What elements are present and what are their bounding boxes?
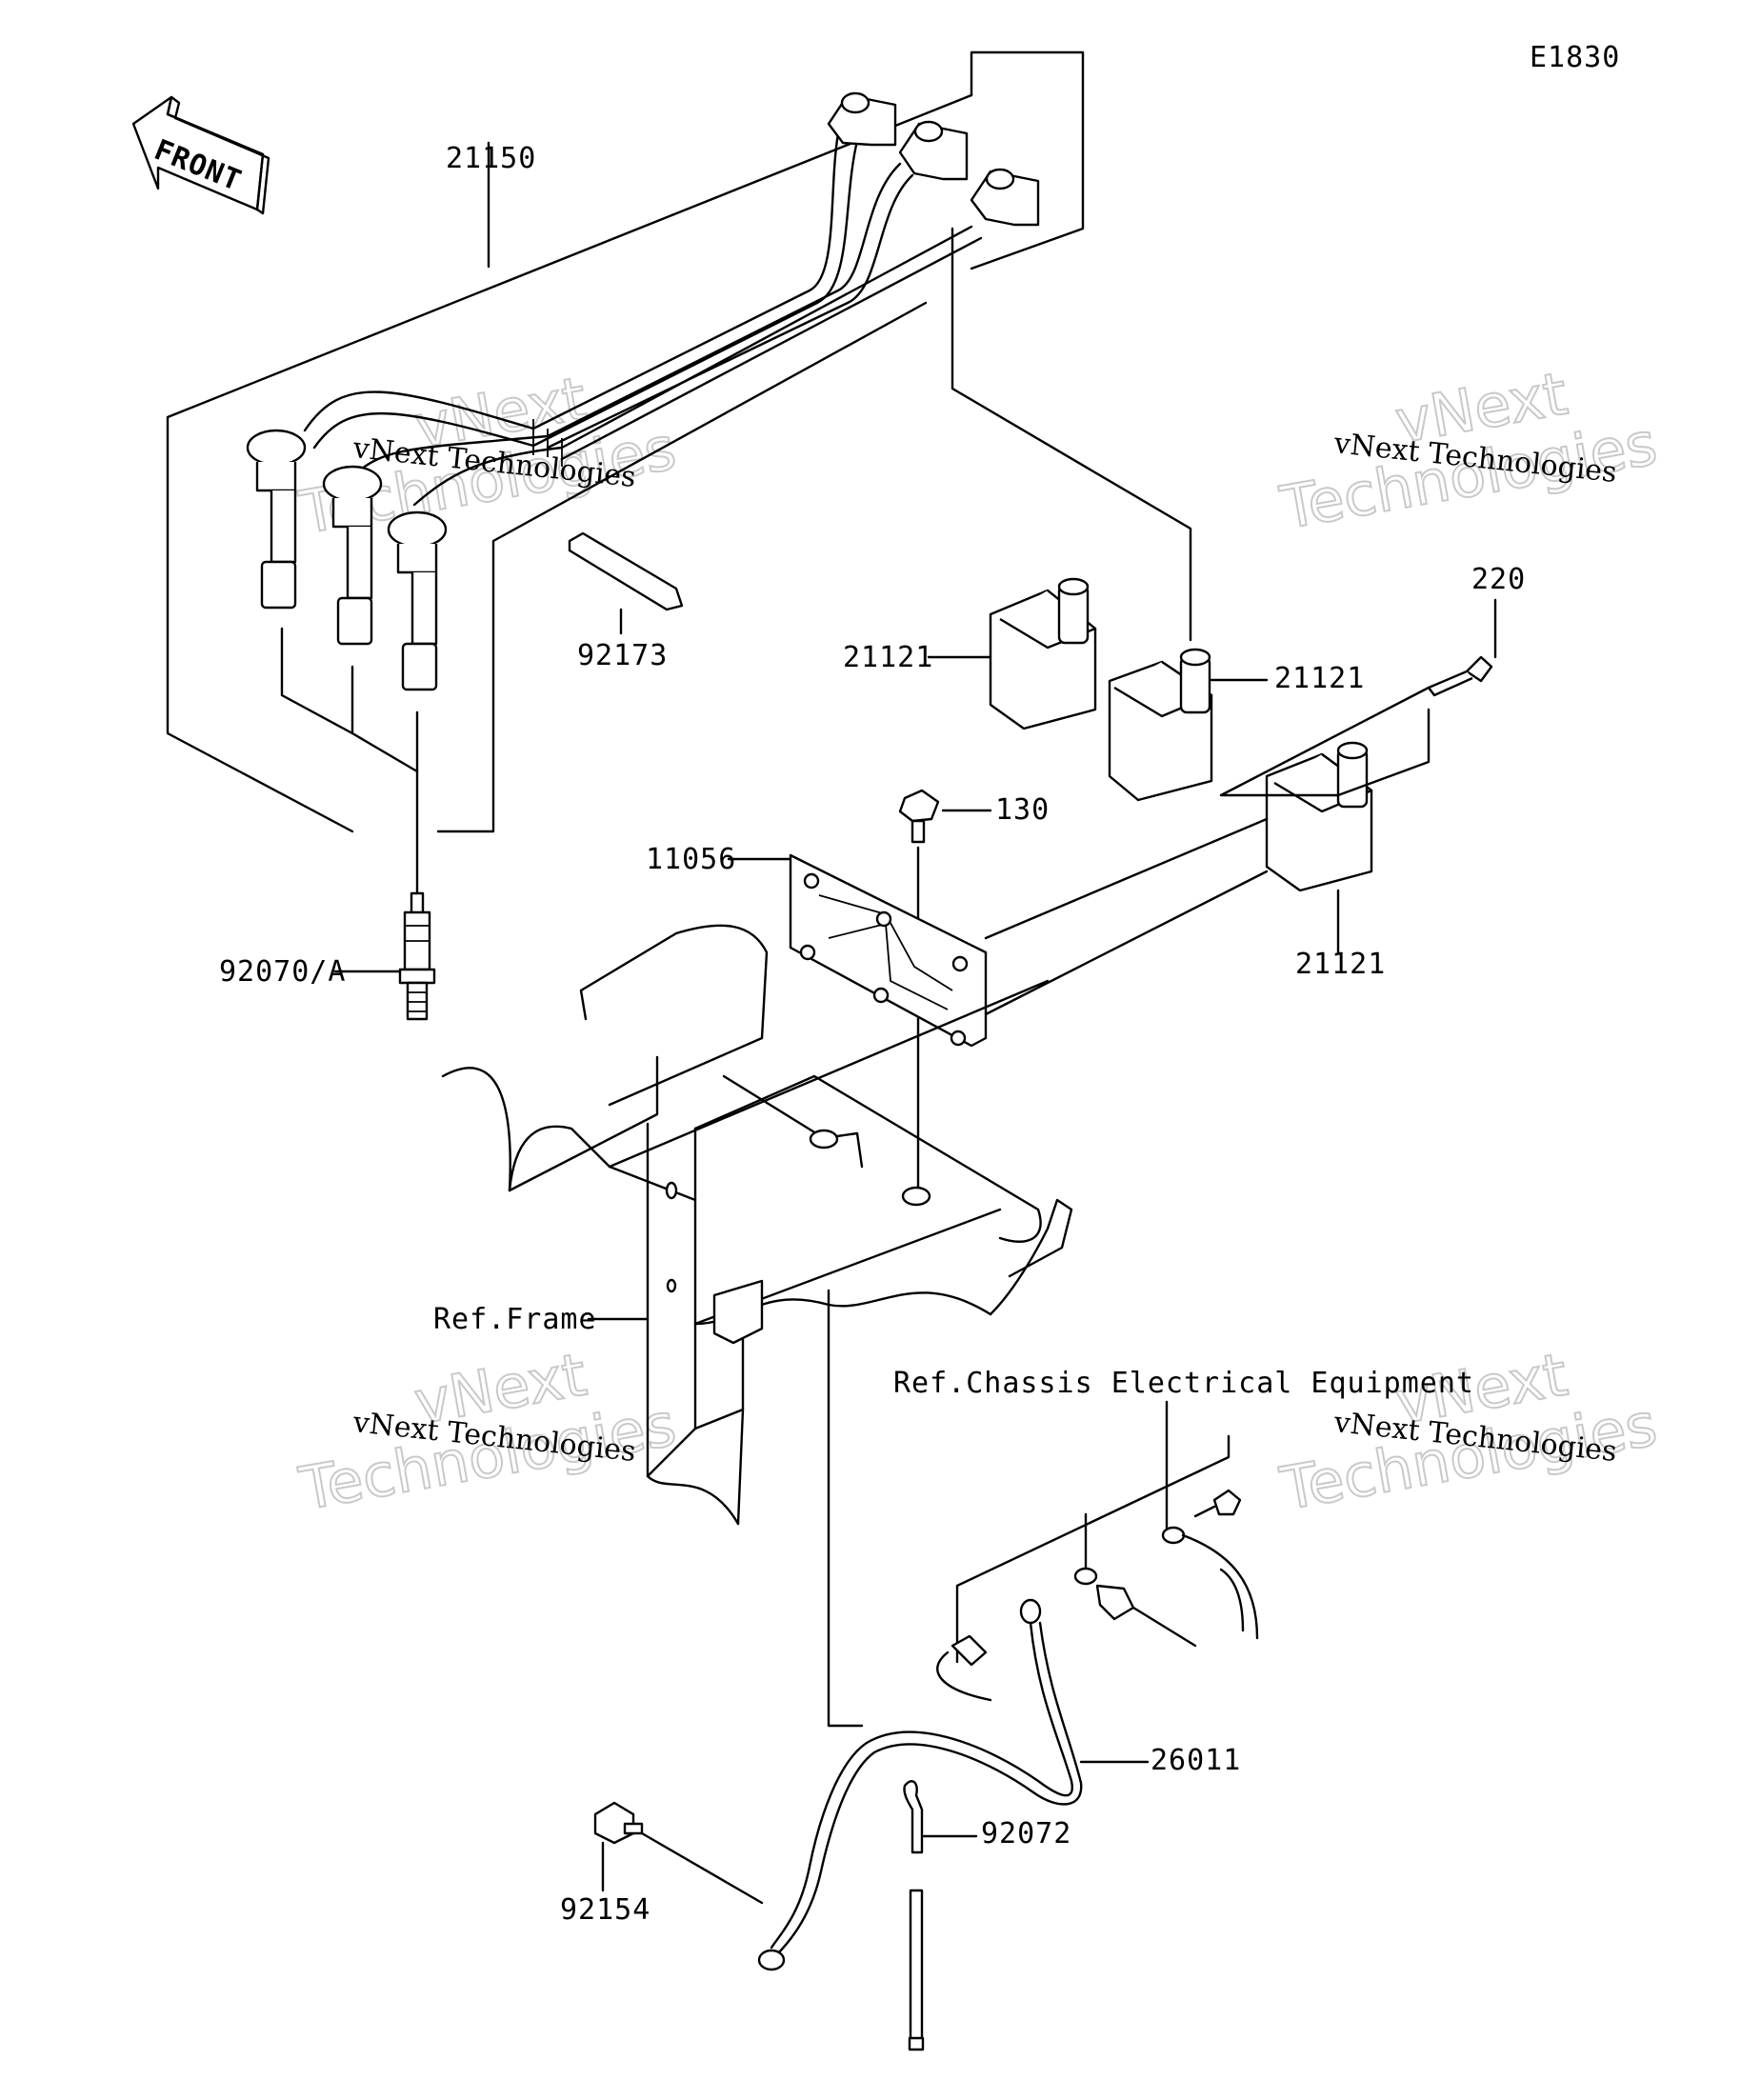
coil-boot-3: [970, 168, 1040, 227]
mount-line-2: [984, 870, 1269, 1016]
coil-boot-1: [827, 91, 897, 147]
callout-21121-a: 21121: [843, 641, 933, 674]
coil-bracket-11056: [789, 853, 988, 1048]
mount-line-1: [984, 817, 1269, 940]
coil-leader: [951, 227, 1192, 642]
watermark-top-right: vNext Technologies vNext Technologies: [1274, 357, 1663, 544]
bolt-130: [898, 789, 940, 844]
plug-boot-2: [322, 465, 383, 646]
plug-boot-leaders: [280, 627, 419, 897]
coil-boot-2: [898, 120, 969, 181]
callout-92072: 92072: [981, 1817, 1071, 1850]
diagram-code: E1830: [1530, 41, 1620, 74]
mid-terminal: [1073, 1567, 1197, 1648]
ground-cable-26011: [757, 1598, 1083, 1971]
ignition-coil-c: [1265, 741, 1373, 892]
callout-92070: 92070/A: [219, 955, 346, 989]
frame: [441, 924, 1073, 1526]
ignition-coil-a: [989, 577, 1097, 730]
callout-130: 130: [995, 793, 1050, 827]
left-terminal: [936, 1634, 992, 1702]
ignition-coil-b: [1108, 648, 1213, 802]
plug-boot-1: [246, 429, 307, 610]
plug-lead-wires: [303, 131, 983, 507]
callout-21121-b: 21121: [1274, 662, 1365, 695]
callout-220: 220: [1471, 563, 1526, 596]
bolt-92154: [593, 1801, 764, 1905]
ground-bolt: [1193, 1489, 1242, 1518]
callout-21150: 21150: [446, 142, 536, 175]
callout-92154: 92154: [560, 1893, 650, 1927]
spark-plug: [398, 891, 436, 1021]
callout-ref-frame: Ref.Frame: [433, 1303, 597, 1336]
front-arrow-icon: FRONT: [131, 95, 270, 215]
bolt-220: [1427, 655, 1493, 697]
chassis-cable-terminal: [1161, 1526, 1259, 1640]
watermark-bottom-left: vNext Technologies vNext Technologies: [293, 1338, 682, 1525]
callout-ref-chassis: Ref.Chassis Electrical Equipment: [893, 1367, 1474, 1400]
callout-21121-c: 21121: [1295, 948, 1386, 981]
callout-92173: 92173: [577, 639, 668, 672]
cable-tie-92072: [903, 1780, 925, 2051]
plug-lead-bracket: [166, 50, 1085, 833]
chassis-bracket: [827, 1289, 1231, 1728]
callout-11056: 11056: [646, 843, 736, 876]
strap-92173: [568, 531, 684, 635]
bolt-220-bracket: [1219, 686, 1431, 797]
plug-boot-3: [387, 510, 448, 691]
callout-26011: 26011: [1151, 1744, 1241, 1777]
